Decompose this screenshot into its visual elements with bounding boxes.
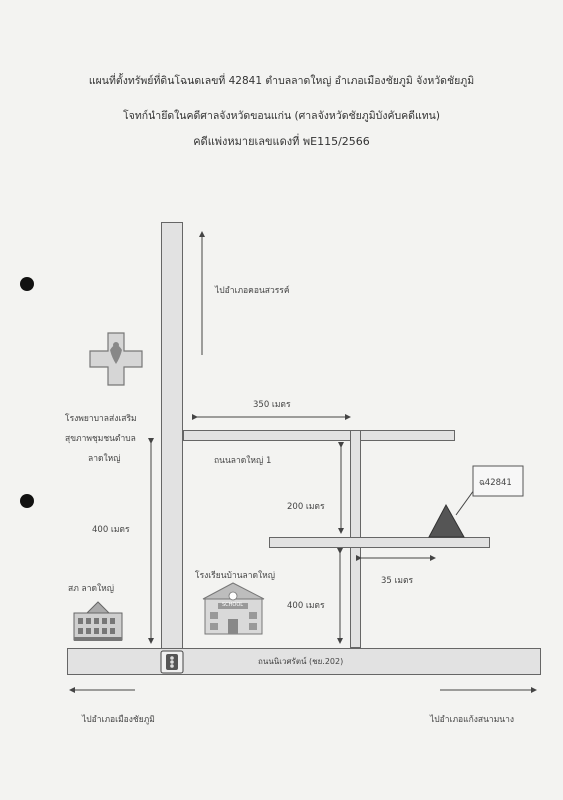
- label-to-mueang: ไปอำเภอเมืองชัยภูมิ: [82, 715, 155, 725]
- document-title: แผนที่ตั้งทรัพย์ที่ดินโฉนดเลขที่ 42841 ต…: [88, 75, 475, 87]
- document-subtitle: โจทก์นำยึดในคดีศาลจังหวัดขอนแก่น (ศาลจัง…: [123, 110, 440, 122]
- label-hospital-line1: โรงพยาบาลส่งเสริม: [65, 414, 137, 424]
- label-police-station: สภ ลาดใหญ่: [68, 584, 114, 594]
- label-main-road: ถนนนิเวศรัตน์ (ชย.202): [258, 657, 344, 666]
- deed-pointer: [455, 489, 475, 516]
- traffic-light-icon: [160, 650, 184, 674]
- label-deed: ฉ42841: [479, 478, 512, 488]
- road-lat-yai-1: [183, 430, 455, 441]
- hospital-icon: [89, 332, 143, 386]
- label-200m: 200 เมตร: [287, 502, 325, 512]
- main-road: [67, 648, 541, 675]
- label-400m-right: 400 เมตร: [287, 601, 325, 611]
- binder-hole-top: [20, 277, 34, 291]
- label-hospital-line2: สุขภาพชุมชนตำบล: [65, 434, 136, 444]
- label-to-kaeng: ไปอำเภอแก้งสนามนาง: [430, 715, 515, 725]
- binder-hole-bottom: [20, 494, 34, 508]
- label-350m: 350 เมตร: [253, 400, 291, 410]
- case-number: คดีแพ่งหมายเลขแดงที่ พE115/2566: [193, 135, 370, 148]
- label-to-khon-sawan: ไปอำเภอคอนสวรรค์: [215, 286, 290, 296]
- side-road: [269, 537, 490, 548]
- property-triangle-icon: [428, 503, 465, 538]
- label-35m: 35 เมตร: [381, 576, 414, 586]
- deed-label-box: [472, 465, 524, 497]
- label-school: โรงเรียนบ้านลาดใหญ่: [195, 571, 276, 581]
- label-road-lat-yai-1: ถนนลาดใหญ่ 1: [214, 456, 272, 466]
- school-icon: [202, 582, 265, 635]
- label-400m-left: 400 เมตร: [92, 525, 130, 535]
- police-station-icon: [73, 601, 123, 641]
- school-sign-text: SCHOOL: [222, 602, 244, 608]
- label-hospital-line3: ลาดใหญ่: [88, 454, 121, 464]
